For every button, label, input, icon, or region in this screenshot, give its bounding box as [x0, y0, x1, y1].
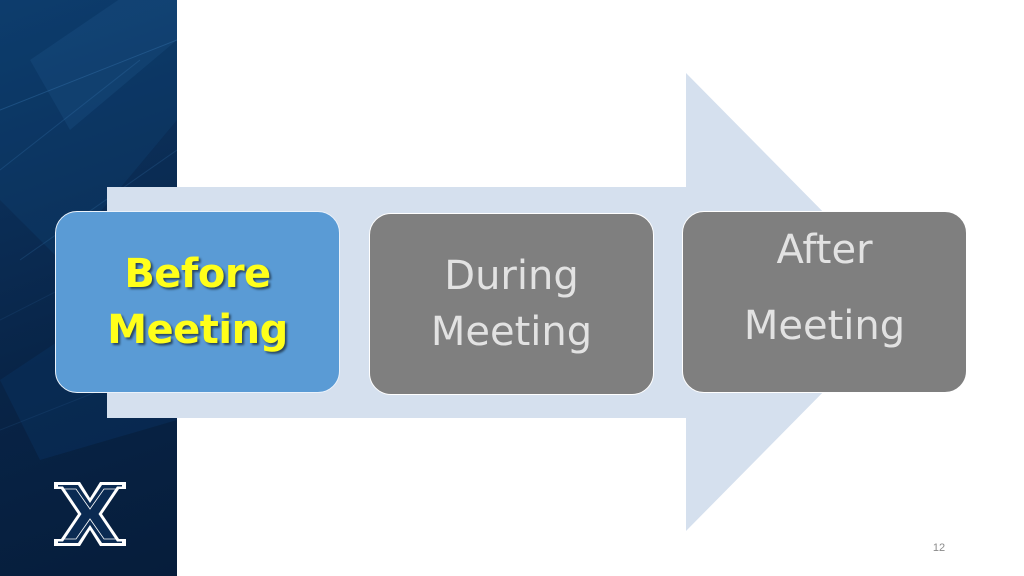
stage-before-line2: Meeting — [107, 307, 288, 353]
university-x-logo-icon — [54, 482, 126, 546]
stage-before-line1: Before — [124, 251, 271, 297]
stage-after-line2: Meeting — [743, 303, 906, 349]
stage-before-meeting[interactable]: Before Meeting — [55, 211, 340, 393]
stage-after-meeting[interactable]: After Meeting — [682, 211, 967, 393]
stage-during-line1: During — [444, 253, 579, 299]
stage-after-line1: After — [776, 227, 873, 273]
stage-during-line2: Meeting — [430, 309, 593, 355]
slide-page-number: 12 — [932, 542, 946, 554]
stage-during-meeting[interactable]: During Meeting — [369, 213, 654, 395]
